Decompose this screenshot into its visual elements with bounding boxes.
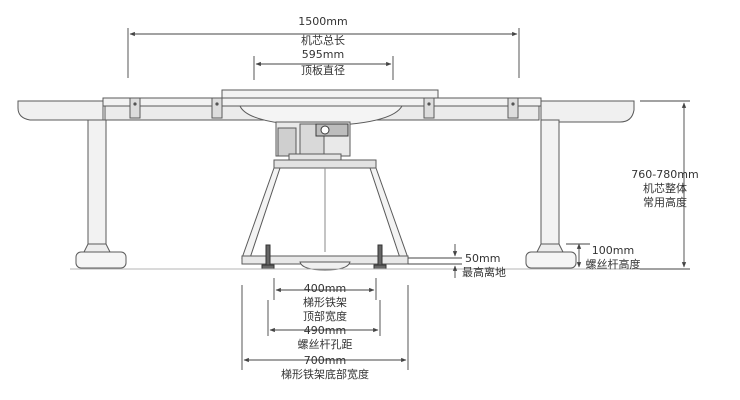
screw-spacing-caption: 螺丝杆孔距 (298, 337, 353, 351)
ground-clearance-value: 50mm (465, 252, 500, 265)
screw-height-caption: 螺丝杆高度 (586, 257, 641, 271)
frame-top-bar (273, 159, 377, 169)
left-pedestal (75, 119, 127, 269)
ground-clearance-caption: 最高离地 (462, 265, 506, 279)
motor-box (275, 121, 351, 163)
overall-height-value: 760-780mm (631, 168, 698, 181)
dimension-labels: 1500mm 机芯总长 595mm 顶板直径 760-780mm 机芯整体 常用… (281, 15, 699, 381)
total-length-caption: 机芯总长 (301, 33, 345, 47)
frame-top-width-caption-1: 梯形铁架 (303, 296, 347, 309)
left-wing (17, 100, 104, 121)
dimension-lines (127, 28, 690, 370)
total-length-value: 1500mm (298, 15, 347, 28)
main-beam (102, 97, 542, 107)
frame-bottom-width-caption: 梯形铁架底部宽度 (281, 367, 369, 381)
beam-clips (129, 97, 519, 119)
top-plate-caption: 顶板直径 (301, 63, 345, 77)
overall-height-caption-1: 机芯整体 (643, 181, 687, 195)
frame-top-width-caption-2: 顶部宽度 (303, 309, 347, 323)
right-pedestal (525, 119, 577, 269)
mechanism-drawing (17, 89, 640, 271)
screw-spacing-value: 490mm (304, 324, 346, 337)
frame-bottom-width-value: 700mm (304, 354, 346, 367)
frame-top-width-value: 400mm (304, 282, 346, 295)
right-wing (540, 100, 635, 123)
trapezoid-frame (241, 167, 409, 265)
center-base (299, 261, 351, 271)
top-plate (221, 89, 439, 99)
top-plate-value: 595mm (302, 48, 344, 61)
overall-height-caption-2: 常用高度 (643, 195, 687, 209)
screw-height-value: 100mm (592, 244, 634, 257)
